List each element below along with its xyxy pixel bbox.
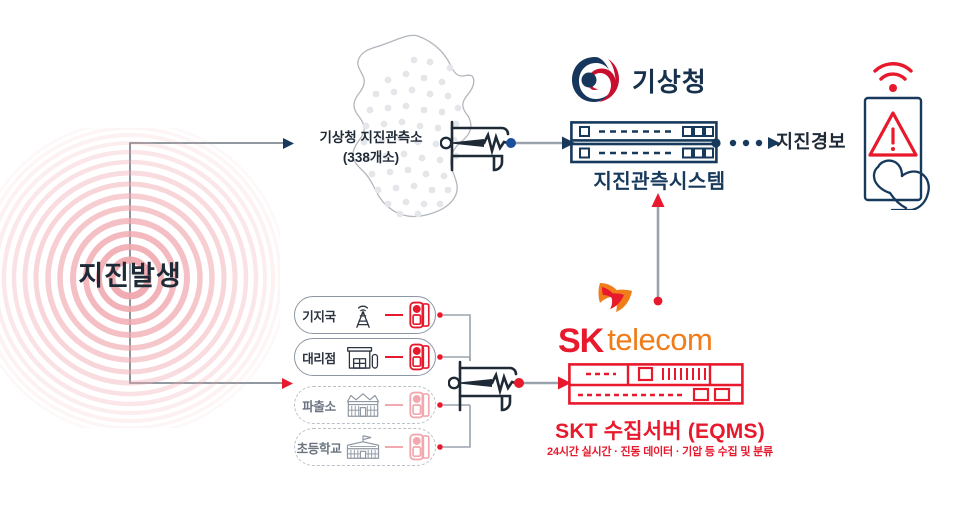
kma-server-rack-icon [570, 121, 718, 165]
wifi-signal-icon [873, 62, 913, 81]
vibration-sensor-icon [405, 390, 435, 420]
source-label: 대리점 [302, 351, 336, 366]
source-label: 초등학교 [296, 441, 342, 456]
sk-telecom-telecom-text: telecom [607, 322, 713, 358]
skt-server-sublabel: 24시간 실시간 · 진동 데이터 · 기압 등 수집 및 분류 [547, 446, 773, 458]
kma-station-label-line1: 기상청 지진관측소 [319, 130, 423, 145]
connection-dash [385, 404, 403, 406]
seismograph-icon [439, 108, 520, 182]
connection-dash [385, 446, 403, 448]
elementary-school-icon [343, 430, 383, 464]
source-label: 파출소 [302, 399, 336, 414]
skt-seismograph-icon [447, 348, 528, 422]
alert-phone-group [848, 50, 960, 212]
vibration-sensor-icon [405, 300, 435, 330]
alert-label: 지진경보 [776, 131, 847, 152]
skt-server-label: SKT 수집서버 (EQMS) [555, 420, 765, 443]
connection-dash [385, 314, 403, 316]
kma-logo-text: 기상청 [632, 66, 707, 97]
skt-server-rack-icon [568, 363, 744, 405]
connection-dash [385, 356, 403, 358]
kma-station-label-line2: (338개소) [342, 149, 400, 165]
source-label: 기지국 [302, 309, 336, 324]
sk-telecom-butterfly-logo [598, 283, 632, 312]
cell-tower-icon [343, 298, 383, 332]
vibration-sensor-icon [405, 342, 435, 372]
source-pill-elementary-school[interactable]: 초등학교 [294, 428, 436, 466]
source-pill-base-station[interactable]: 기지국 [294, 296, 436, 334]
wifi-signal-icon [889, 84, 897, 92]
south-korea-map [330, 32, 510, 232]
sk-telecom-sk-text: SK [558, 321, 604, 360]
kma-station-label: 기상청 지진관측소 (338개소) [296, 128, 446, 167]
retail-store-icon [343, 340, 383, 374]
epicenter-label: 지진발생 [78, 261, 182, 291]
kma-logo: 기상청 [568, 52, 748, 108]
warning-triangle-icon [868, 111, 918, 157]
source-pill-retail-store[interactable]: 대리점 [294, 338, 436, 376]
korea-government-taegeuk-logo [572, 57, 619, 102]
kma-system-label: 지진관측시스템 [593, 171, 726, 193]
vibration-sensor-icon [405, 432, 435, 462]
source-pill-police-station[interactable]: 파출소 [294, 386, 436, 424]
seismic-waves-icon [0, 128, 280, 428]
sk-telecom-logo: SK telecom [558, 283, 758, 360]
police-station-icon [343, 388, 383, 422]
epicenter-group: 지진발생 [0, 128, 280, 428]
